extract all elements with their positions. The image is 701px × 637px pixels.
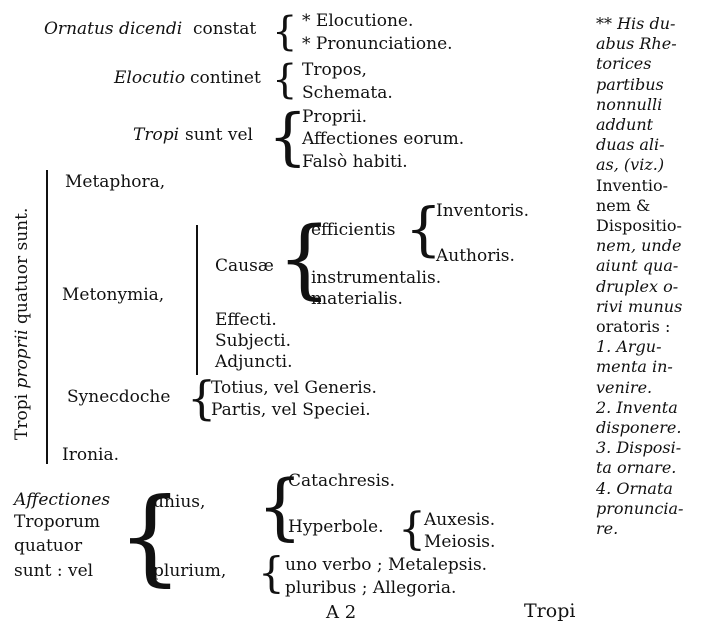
brace-synecdoche: {	[187, 371, 217, 425]
ornatus-label: Ornatus dicendi	[44, 19, 183, 39]
brace-efficientis: {	[405, 195, 442, 263]
adjuncti-item: Adjuncti.	[215, 352, 293, 372]
proprii-item: Proprii.	[302, 107, 368, 127]
metaphora-item: Metaphora,	[65, 172, 166, 192]
proprii-bracket	[46, 170, 48, 464]
effecti-item: Effecti.	[215, 310, 277, 330]
brace-tropi: {	[268, 100, 308, 173]
marginal-note-line: re.	[596, 519, 619, 539]
auxesis-item: Auxesis.	[424, 510, 496, 530]
authoris-item: Authoris.	[436, 246, 515, 266]
plurium-item: plurium,	[153, 561, 227, 581]
pronunciatione-item: * Pronunciatione.	[302, 34, 453, 54]
marginal-note-line: 4. Ornata	[596, 478, 673, 498]
marginal-note-line: partibus	[596, 74, 664, 94]
meiosis-item: Meiosis.	[424, 532, 496, 552]
marginal-note-line: oratoris :	[596, 317, 671, 337]
elocutio-label: Elocutio	[114, 68, 186, 88]
tropos-item: Tropos,	[302, 60, 367, 80]
marginal-note-line: rivi munus	[596, 296, 683, 316]
catachresis-item: Catachresis.	[288, 471, 396, 491]
marginal-note-line: pronuncia-	[596, 498, 684, 518]
brace-ornatus: {	[272, 9, 298, 55]
brace-unius: {	[257, 464, 303, 548]
inventoris-item: Inventoris.	[436, 201, 530, 221]
marginal-note-line: addunt	[596, 115, 654, 135]
marginal-note-line: Dispositio-	[596, 216, 682, 236]
marginal-note-line: disponere.	[596, 418, 682, 438]
brace-causae: {	[277, 209, 332, 309]
marginal-note-line: Inventio-	[596, 175, 669, 195]
marginal-note-line: nem, unde	[596, 236, 682, 256]
marginal-note-line: venire.	[596, 377, 653, 397]
signature-mark: A 2	[326, 602, 357, 623]
materialis-item: materialis.	[311, 289, 403, 309]
ornatus-verb: constat	[193, 19, 257, 39]
elocutio-verb: continet	[190, 68, 261, 88]
tropi-verb: sunt vel	[185, 125, 253, 145]
hyperbole-item: Hyperbole.	[288, 517, 384, 537]
causae-item: Causæ	[215, 256, 274, 276]
ironia-item: Ironia.	[62, 445, 120, 465]
marginal-note-line: duas ali-	[596, 135, 665, 155]
metonymia-item: Metonymia,	[62, 285, 165, 305]
marginal-note-line: as, (viz.)	[596, 155, 665, 175]
unius-item: unius,	[153, 492, 206, 512]
partis-item: Partis, vel Speciei.	[211, 400, 371, 420]
tropi-proprii-label: Tropi proprii quatuor sunt.	[12, 207, 32, 440]
marginal-note-line: nem &	[596, 195, 651, 215]
marginal-note-line: 2. Inventa	[596, 397, 678, 417]
tropi-label: Tropi	[133, 125, 180, 145]
metonymia-bracket	[196, 225, 198, 375]
falso-habiti-item: Falsò habiti.	[302, 152, 408, 172]
synecdoche-item: Synecdoche	[67, 387, 171, 407]
catchword: Tropi	[524, 600, 576, 622]
marginal-note-line: 1. Argu-	[596, 337, 662, 357]
brace-elocutio: {	[272, 57, 298, 103]
totius-item: Totius, vel Generis.	[211, 378, 377, 398]
marginal-note-line: ta ornare.	[596, 458, 677, 478]
marginal-note-line: abus Rhe-	[596, 34, 677, 54]
marginal-note-line: menta in-	[596, 357, 673, 377]
efficientis-item: efficientis	[311, 220, 396, 240]
pluribus-item: pluribus ; Allegoria.	[285, 578, 457, 598]
marginal-note-line: druplex o-	[596, 276, 679, 296]
brace-hyperbole: {	[398, 504, 426, 555]
marginal-note-line: ** His du-	[596, 14, 676, 33]
marginal-note-line: torices	[596, 54, 652, 74]
instrumentalis-item: instrumentalis.	[311, 268, 442, 288]
uno-verbo-item: uno verbo ; Metalepsis.	[285, 555, 488, 575]
brace-plurium: {	[258, 548, 285, 597]
schemata-item: Schemata.	[302, 83, 393, 103]
affectiones-line2: Troporum	[14, 512, 101, 532]
brace-affectiones: {	[117, 475, 184, 597]
affectiones-eorum-item: Affectiones eorum.	[302, 129, 465, 149]
affectiones-line1: Affectiones	[14, 490, 111, 510]
elocutione-item: * Elocutione.	[302, 11, 414, 31]
marginal-note-line: 3. Disposi-	[596, 438, 682, 458]
subjecti-item: Subjecti.	[215, 331, 292, 351]
marginal-note-line: aiunt qua-	[596, 256, 679, 276]
marginal-note-line: nonnulli	[596, 94, 663, 114]
affectiones-line3: quatuor	[14, 536, 83, 556]
affectiones-line4: sunt : vel	[14, 561, 94, 581]
